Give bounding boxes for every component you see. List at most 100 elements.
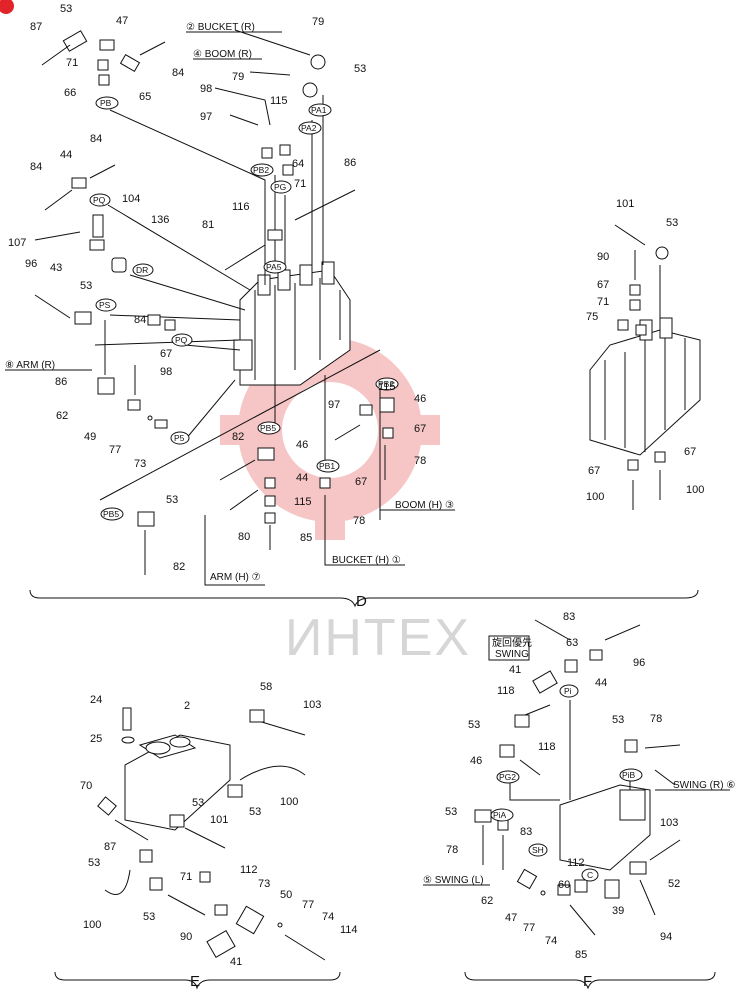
part-callout-41b: 41 bbox=[509, 664, 521, 676]
part-callout-46b: 46 bbox=[296, 439, 308, 451]
part-callout-43: 43 bbox=[50, 262, 62, 274]
part-callout-79b: 79 bbox=[232, 71, 244, 83]
part-callout-71a: 71 bbox=[66, 57, 78, 69]
part-callout-87b: 87 bbox=[104, 841, 116, 853]
part-callout-96b: 96 bbox=[633, 657, 645, 669]
captions: ② BUCKET (R) ④ BOOM (R) ⑧ ARM (R) BOOM (… bbox=[5, 22, 735, 886]
port-pia: PiA bbox=[490, 808, 514, 822]
svg-text:PQ: PQ bbox=[93, 195, 106, 205]
part-callout-46a: 46 bbox=[414, 393, 426, 405]
svg-text:PiB: PiB bbox=[622, 770, 636, 780]
part-callout-84b: 84 bbox=[90, 133, 102, 145]
part-callout-41a: 41 bbox=[230, 956, 242, 968]
svg-text:DR: DR bbox=[136, 265, 148, 275]
part-callout-58: 58 bbox=[260, 681, 272, 693]
part-callout-74b: 74 bbox=[545, 935, 557, 947]
part-callout-66: 66 bbox=[64, 87, 76, 99]
part-callout-94: 94 bbox=[660, 931, 672, 943]
part-callout-100d: 100 bbox=[83, 919, 101, 931]
part-callout-62b: 62 bbox=[481, 895, 493, 907]
part-callout-80: 80 bbox=[238, 531, 250, 543]
part-callout-100b: 100 bbox=[686, 484, 704, 496]
part-callout-53k: 53 bbox=[468, 719, 480, 731]
port-pa5: PA5 bbox=[263, 260, 287, 274]
part-callout-82b: 82 bbox=[173, 561, 185, 573]
part-callout-53c: 53 bbox=[80, 280, 92, 292]
part-callout-53d: 53 bbox=[166, 494, 178, 506]
part-callout-103a: 103 bbox=[303, 699, 321, 711]
part-callout-97a: 97 bbox=[200, 111, 212, 123]
port-pb2-top: PB2 bbox=[250, 163, 274, 177]
port-pq-mid: PQ bbox=[171, 333, 193, 347]
svg-text:PA1: PA1 bbox=[311, 105, 327, 115]
svg-text:PA5: PA5 bbox=[266, 262, 282, 272]
svg-text:PB5: PB5 bbox=[103, 509, 119, 519]
port-pi: Pi bbox=[559, 684, 579, 698]
part-callout-39: 39 bbox=[612, 905, 624, 917]
caption-swing-priority: 旋回優先 bbox=[492, 636, 532, 649]
section-f bbox=[464, 619, 716, 990]
part-callout-96a: 96 bbox=[25, 258, 37, 270]
port-pq-left: PQ bbox=[89, 193, 111, 207]
part-callout-83a: 83 bbox=[563, 611, 575, 623]
port-pg: PG bbox=[270, 180, 292, 194]
svg-text:PB2: PB2 bbox=[253, 165, 269, 175]
part-callout-85b: 85 bbox=[575, 949, 587, 961]
part-callout-44a: 44 bbox=[60, 149, 72, 161]
part-callout-67c: 67 bbox=[355, 476, 367, 488]
part-callout-53a: 53 bbox=[60, 3, 72, 15]
part-callout-67b: 67 bbox=[414, 423, 426, 435]
part-callout-100a: 100 bbox=[586, 491, 604, 503]
port-pa1: PA1 bbox=[308, 103, 332, 117]
part-callout-101b: 101 bbox=[210, 814, 228, 826]
svg-text:PB: PB bbox=[100, 98, 112, 108]
section-letter-e: E bbox=[190, 973, 200, 990]
part-callout-98b: 98 bbox=[160, 366, 172, 378]
part-callout-63: 63 bbox=[566, 637, 578, 649]
part-callout-49: 49 bbox=[84, 431, 96, 443]
part-callout-112a: 112 bbox=[240, 864, 258, 876]
part-callout-53h: 53 bbox=[88, 857, 100, 869]
part-callout-71c: 71 bbox=[597, 296, 609, 308]
port-pib: PiB bbox=[619, 768, 643, 782]
caption-bucket-r: ② BUCKET (R) bbox=[186, 22, 255, 33]
svg-text:Pi: Pi bbox=[564, 686, 572, 696]
part-callout-81: 81 bbox=[202, 219, 214, 231]
caption-boom-h: BOOM (H) ③ bbox=[395, 500, 454, 511]
port-ps: PS bbox=[95, 298, 117, 312]
section-e bbox=[54, 707, 341, 990]
part-callout-47: 47 bbox=[116, 15, 128, 27]
part-callout-44c: 44 bbox=[595, 677, 607, 689]
part-callout-86b: 86 bbox=[55, 376, 67, 388]
svg-text:PG2: PG2 bbox=[499, 772, 516, 782]
svg-text:SH: SH bbox=[532, 845, 544, 855]
pilot-valve-body bbox=[124, 734, 231, 831]
caption-boom-r: ④ BOOM (R) bbox=[193, 49, 252, 60]
part-callout-104: 104 bbox=[122, 193, 140, 205]
part-callout-101a: 101 bbox=[616, 198, 634, 210]
part-callout-67f: 67 bbox=[684, 446, 696, 458]
part-callout-62a: 62 bbox=[56, 410, 68, 422]
part-callout-90a: 90 bbox=[597, 251, 609, 263]
svg-text:P5: P5 bbox=[174, 433, 185, 443]
port-pb: PB bbox=[95, 96, 119, 110]
port-pb2-right: PB2 bbox=[375, 377, 399, 391]
part-callout-67d: 67 bbox=[597, 279, 609, 291]
port-dr: DR bbox=[132, 263, 154, 277]
part-callout-83b: 83 bbox=[520, 826, 532, 838]
part-callout-97b: 97 bbox=[328, 399, 340, 411]
part-callout-2: 2 bbox=[184, 700, 190, 712]
svg-text:C: C bbox=[587, 870, 593, 880]
caption-arm-r: ⑧ ARM (R) bbox=[5, 360, 55, 371]
port-pb5-low: PB5 bbox=[100, 507, 124, 521]
part-callout-67a: 67 bbox=[160, 348, 172, 360]
part-callout-47b: 47 bbox=[505, 912, 517, 924]
part-callout-74a: 74 bbox=[322, 911, 334, 923]
part-callout-118b: 118 bbox=[538, 741, 556, 753]
part-callout-90b: 90 bbox=[180, 931, 192, 943]
part-callout-78c: 78 bbox=[650, 713, 662, 725]
part-callout-86a: 86 bbox=[344, 157, 356, 169]
part-callout-53e: 53 bbox=[666, 217, 678, 229]
part-callout-70: 70 bbox=[80, 780, 92, 792]
